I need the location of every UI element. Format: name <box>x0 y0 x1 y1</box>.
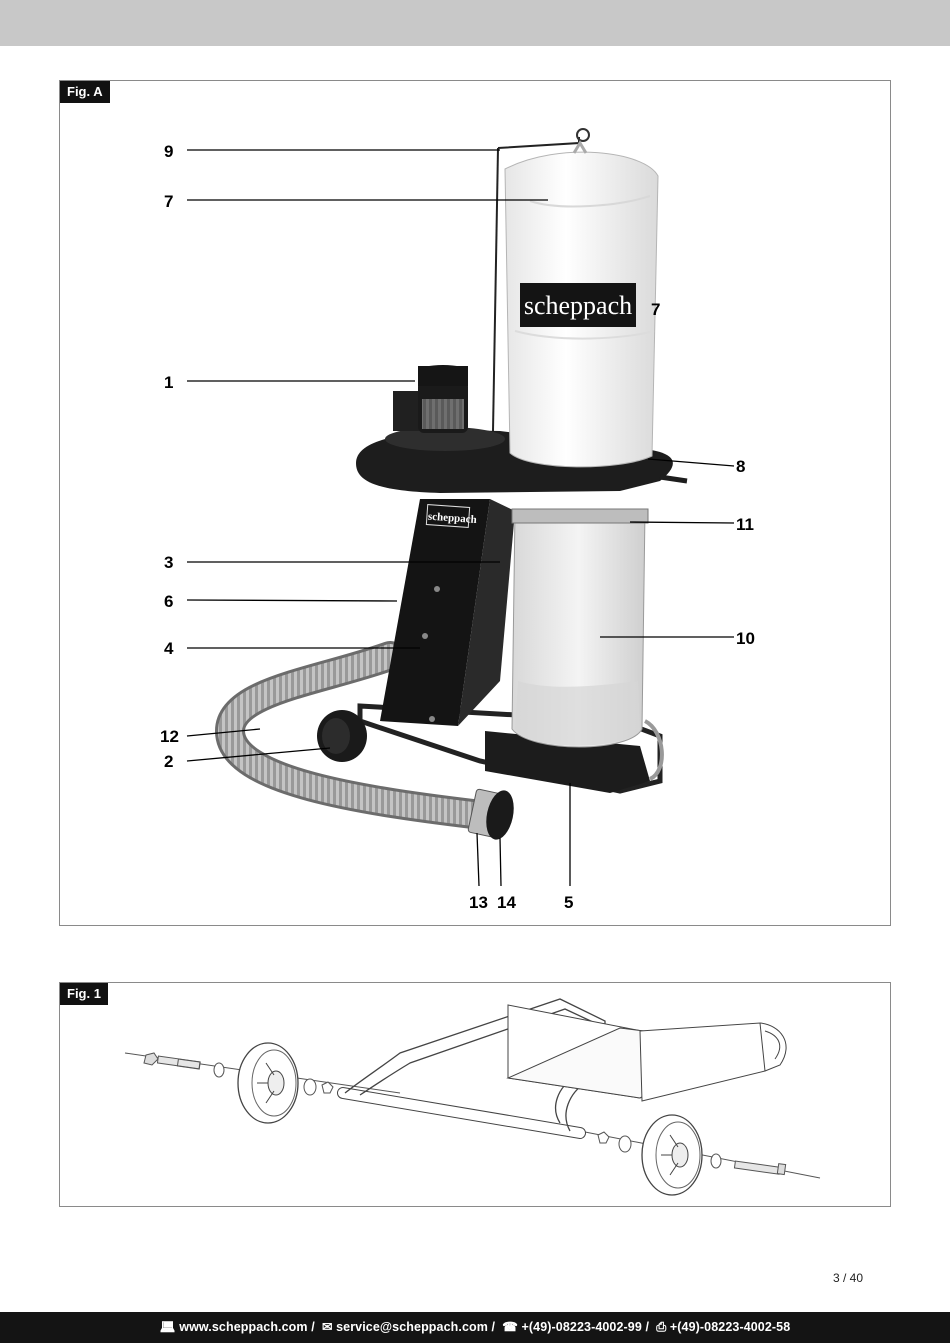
email-link[interactable]: service@scheppach.com <box>336 1320 488 1334</box>
bolt-head-right <box>776 1163 787 1176</box>
callout-6: 6 <box>164 592 173 611</box>
tray-end <box>639 1022 766 1102</box>
leader-lines <box>186 149 735 887</box>
brand-logo <box>520 283 636 327</box>
bag-hanger <box>497 137 580 149</box>
fax-icon: ⎙ <box>656 1320 667 1334</box>
figure-1-label: Fig. 1 <box>60 983 108 1005</box>
callout-8: 8 <box>736 457 745 476</box>
column-logo-text: scheppach <box>427 511 477 526</box>
fax-number: +(49)-08223-4002-58 <box>669 1320 791 1334</box>
nut-left <box>321 1081 334 1094</box>
dust-extractor-illustration: scheppach scheppach <box>160 128 755 912</box>
callout-5: 5 <box>564 893 573 912</box>
callout-4: 4 <box>164 639 174 658</box>
callout-13: 13 <box>469 893 488 912</box>
assembly-drawing <box>124 998 821 1196</box>
figure-a-label: Fig. A <box>60 81 110 103</box>
page-number: 3 / 40 <box>832 1271 863 1285</box>
callout-11: 11 <box>736 515 754 534</box>
column-logo-plate <box>425 504 471 528</box>
website-link[interactable]: www.scheppach.com <box>179 1320 308 1334</box>
hose <box>217 644 502 828</box>
frame-handle <box>643 719 664 781</box>
washer-right-outer <box>710 1153 722 1169</box>
brand-logo-text: scheppach <box>524 291 632 320</box>
callout-1: 1 <box>164 373 173 392</box>
bolt-head-left <box>143 1052 159 1066</box>
telephone-icon: ☎︎ <box>502 1320 518 1334</box>
phone-number: +(49)-08223-4002-99 <box>521 1320 642 1334</box>
separator: / <box>487 1320 499 1334</box>
bag-tray <box>485 731 650 793</box>
callout-12: 12 <box>160 727 179 746</box>
bag-clamp-ring <box>511 508 649 524</box>
callout-14: 14 <box>497 893 516 912</box>
bolt-left <box>156 1055 201 1070</box>
bolt-right <box>733 1160 781 1175</box>
column <box>380 499 490 726</box>
washer-right <box>618 1135 632 1153</box>
nut-right <box>597 1131 610 1144</box>
callout-7-logo: 7 <box>651 300 660 319</box>
callout-7-bag: 7 <box>164 192 173 211</box>
callout-10: 10 <box>736 629 755 648</box>
callout-2: 2 <box>164 752 173 771</box>
footer-contact-bar: 💻︎ www.scheppach.com / ✉︎ service@schepp… <box>0 1312 950 1343</box>
separator: / <box>307 1320 319 1334</box>
figure-a: Fig. A <box>59 80 891 926</box>
callout-9: 9 <box>164 142 173 161</box>
envelope-icon: ✉︎ <box>321 1320 333 1334</box>
washer-left <box>303 1078 317 1096</box>
computer-icon: 💻︎ <box>159 1320 176 1334</box>
callout-3: 3 <box>164 553 173 572</box>
washer-left-outer <box>213 1062 225 1078</box>
separator: / <box>641 1320 653 1334</box>
header-band <box>0 0 950 46</box>
hose-connector <box>486 790 514 840</box>
frame-tube <box>344 998 606 1094</box>
hook <box>576 128 590 142</box>
figure-1: Fig. 1 <box>59 982 891 1207</box>
